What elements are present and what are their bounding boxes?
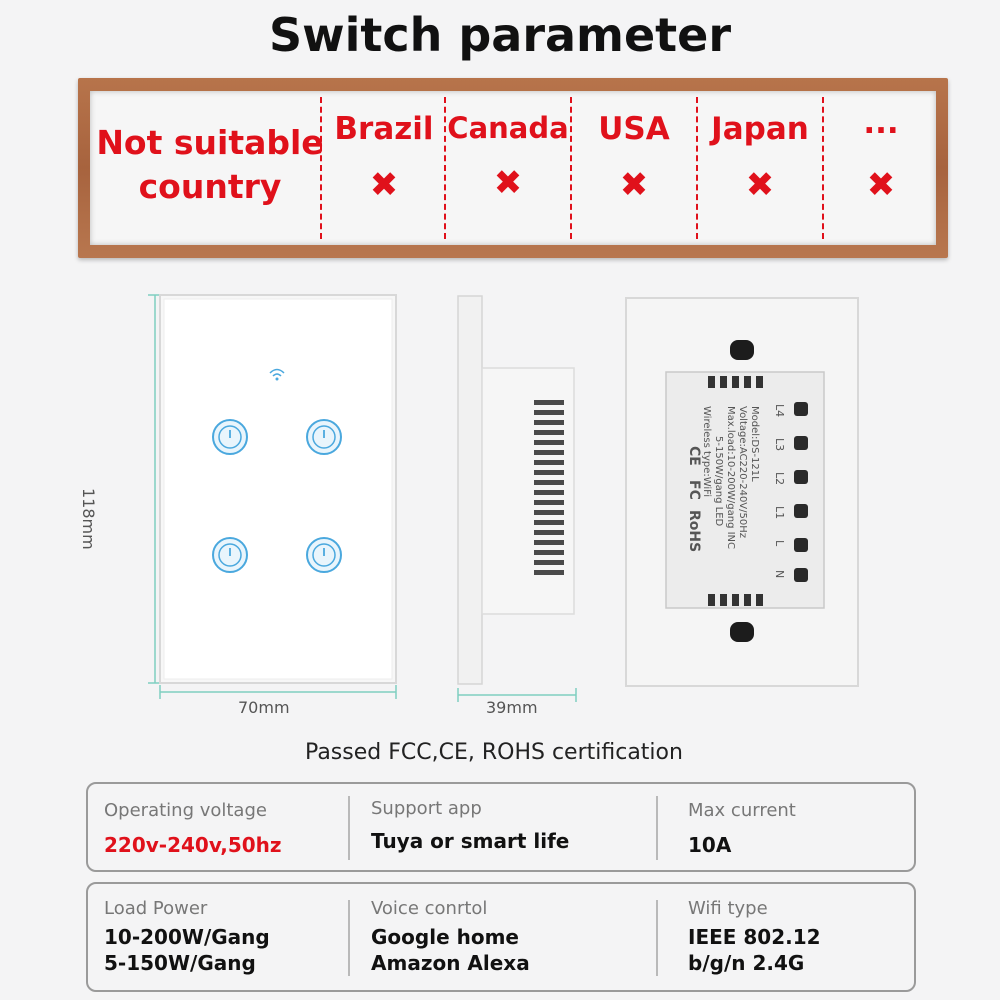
- max-load-text: Max.load:10-200W/gang INC: [725, 406, 736, 549]
- country-usa: USA ✖: [572, 111, 696, 205]
- country-name: ...: [863, 105, 899, 141]
- country-japan: Japan ✖: [698, 111, 822, 205]
- terminal-label: L: [773, 540, 786, 547]
- page-title: Switch parameter: [268, 8, 732, 62]
- max-load-led-text: 5-150W/gang LED: [713, 436, 724, 527]
- divider: [822, 97, 824, 239]
- spec-label: Wifi type: [688, 898, 768, 919]
- fcc-mark-icon: FC: [686, 480, 702, 500]
- spec-row-1: Operating voltage 220v-240v,50hz Support…: [86, 782, 916, 872]
- cross-icon: ✖: [369, 165, 399, 205]
- spec-divider: [348, 900, 350, 976]
- spec-row-2: Load Power 10-200W/Gang 5-150W/Gang Voic…: [86, 882, 916, 992]
- rohs-mark-icon: RoHS: [686, 510, 702, 552]
- divider: [570, 97, 572, 239]
- spec-label: Support app: [371, 798, 482, 819]
- mount-hole-bottom: [730, 622, 754, 642]
- spec-value: 220v-240v,50hz: [104, 833, 282, 857]
- terminal-label: N: [773, 570, 786, 578]
- country-name: Brazil: [334, 111, 434, 147]
- country-name: Japan: [711, 111, 809, 147]
- spec-load-power: Load Power 10-200W/Gang 5-150W/Gang: [104, 884, 270, 975]
- depth-dimension-label: 39mm: [486, 698, 538, 717]
- back-view-diagram: Model:DS-121L Voltage:AC220-240V/50Hz Ma…: [625, 297, 859, 687]
- spec-label: Voice conrtol: [371, 898, 488, 919]
- ce-mark-icon: CE: [686, 446, 702, 466]
- country-more: ... ✖: [826, 105, 936, 205]
- front-view-diagram: [148, 294, 397, 699]
- mount-hole-top: [730, 340, 754, 360]
- spec-max-current: Max current 10A: [688, 784, 796, 857]
- power-touch-button-3: [212, 537, 248, 573]
- spec-divider: [348, 796, 350, 860]
- spec-label: Load Power: [104, 898, 208, 919]
- not-suitable-heading-line2: country: [138, 167, 282, 206]
- side-vents: [534, 400, 564, 575]
- spec-value-2: 5-150W/Gang: [104, 951, 256, 975]
- spec-value-2: b/g/n 2.4G: [688, 951, 805, 975]
- spec-value: 10-200W/Gang: [104, 925, 270, 949]
- country-canada: Canada ✖: [446, 111, 570, 203]
- terminal-label: L2: [773, 472, 786, 485]
- cross-icon: ✖: [619, 165, 649, 205]
- certification-text: Passed FCC,CE, ROHS certification: [305, 740, 683, 765]
- spec-label: Operating voltage: [104, 800, 267, 821]
- spec-wifi-type: Wifi type IEEE 802.12 b/g/n 2.4G: [688, 884, 821, 975]
- country-name: Canada: [447, 111, 569, 145]
- divider: [444, 97, 446, 239]
- side-view-diagram: [457, 295, 577, 702]
- wifi-icon: [269, 368, 285, 381]
- terminal-label: L1: [773, 506, 786, 519]
- wireless-text: Wireless type:WiFi: [701, 406, 712, 497]
- spec-label: Max current: [688, 800, 796, 821]
- country-brazil: Brazil ✖: [328, 111, 440, 205]
- model-text: Model:DS-121L: [749, 406, 760, 482]
- not-suitable-country-frame: Not suitable country Brazil ✖ Canada ✖ U…: [78, 78, 948, 258]
- divider: [696, 97, 698, 239]
- country-name: USA: [598, 111, 670, 147]
- spec-divider: [656, 796, 658, 860]
- terminal-label: L3: [773, 438, 786, 451]
- spec-value: Tuya or smart life: [371, 829, 570, 853]
- cross-icon: ✖: [745, 165, 775, 205]
- power-touch-button-1: [212, 419, 248, 455]
- spec-value-2: Amazon Alexa: [371, 951, 530, 975]
- frame-inner: Not suitable country Brazil ✖ Canada ✖ U…: [90, 91, 936, 245]
- screw-terminals: [794, 402, 808, 582]
- cross-icon: ✖: [493, 163, 523, 203]
- spec-value: IEEE 802.12: [688, 925, 821, 949]
- terminal-label: L4: [773, 404, 786, 417]
- spec-operating-voltage: Operating voltage 220v-240v,50hz: [104, 784, 282, 857]
- width-dimension-label: 70mm: [238, 698, 290, 717]
- spec-value: Google home: [371, 925, 519, 949]
- spec-voice-control: Voice conrtol Google home Amazon Alexa: [371, 884, 530, 975]
- power-touch-button-4: [306, 537, 342, 573]
- spec-value: 10A: [688, 833, 732, 857]
- not-suitable-heading-line1: Not suitable: [96, 123, 324, 162]
- spec-support-app: Support app Tuya or smart life: [371, 784, 569, 853]
- not-suitable-heading: Not suitable country: [90, 121, 330, 209]
- voltage-text: Voltage:AC220-240V/50Hz: [737, 406, 748, 538]
- side-panel: [457, 295, 483, 685]
- power-touch-button-2: [306, 419, 342, 455]
- spec-divider: [656, 900, 658, 976]
- divider: [320, 97, 322, 239]
- cross-icon: ✖: [866, 165, 896, 205]
- height-dimension-label: 118mm: [79, 488, 98, 550]
